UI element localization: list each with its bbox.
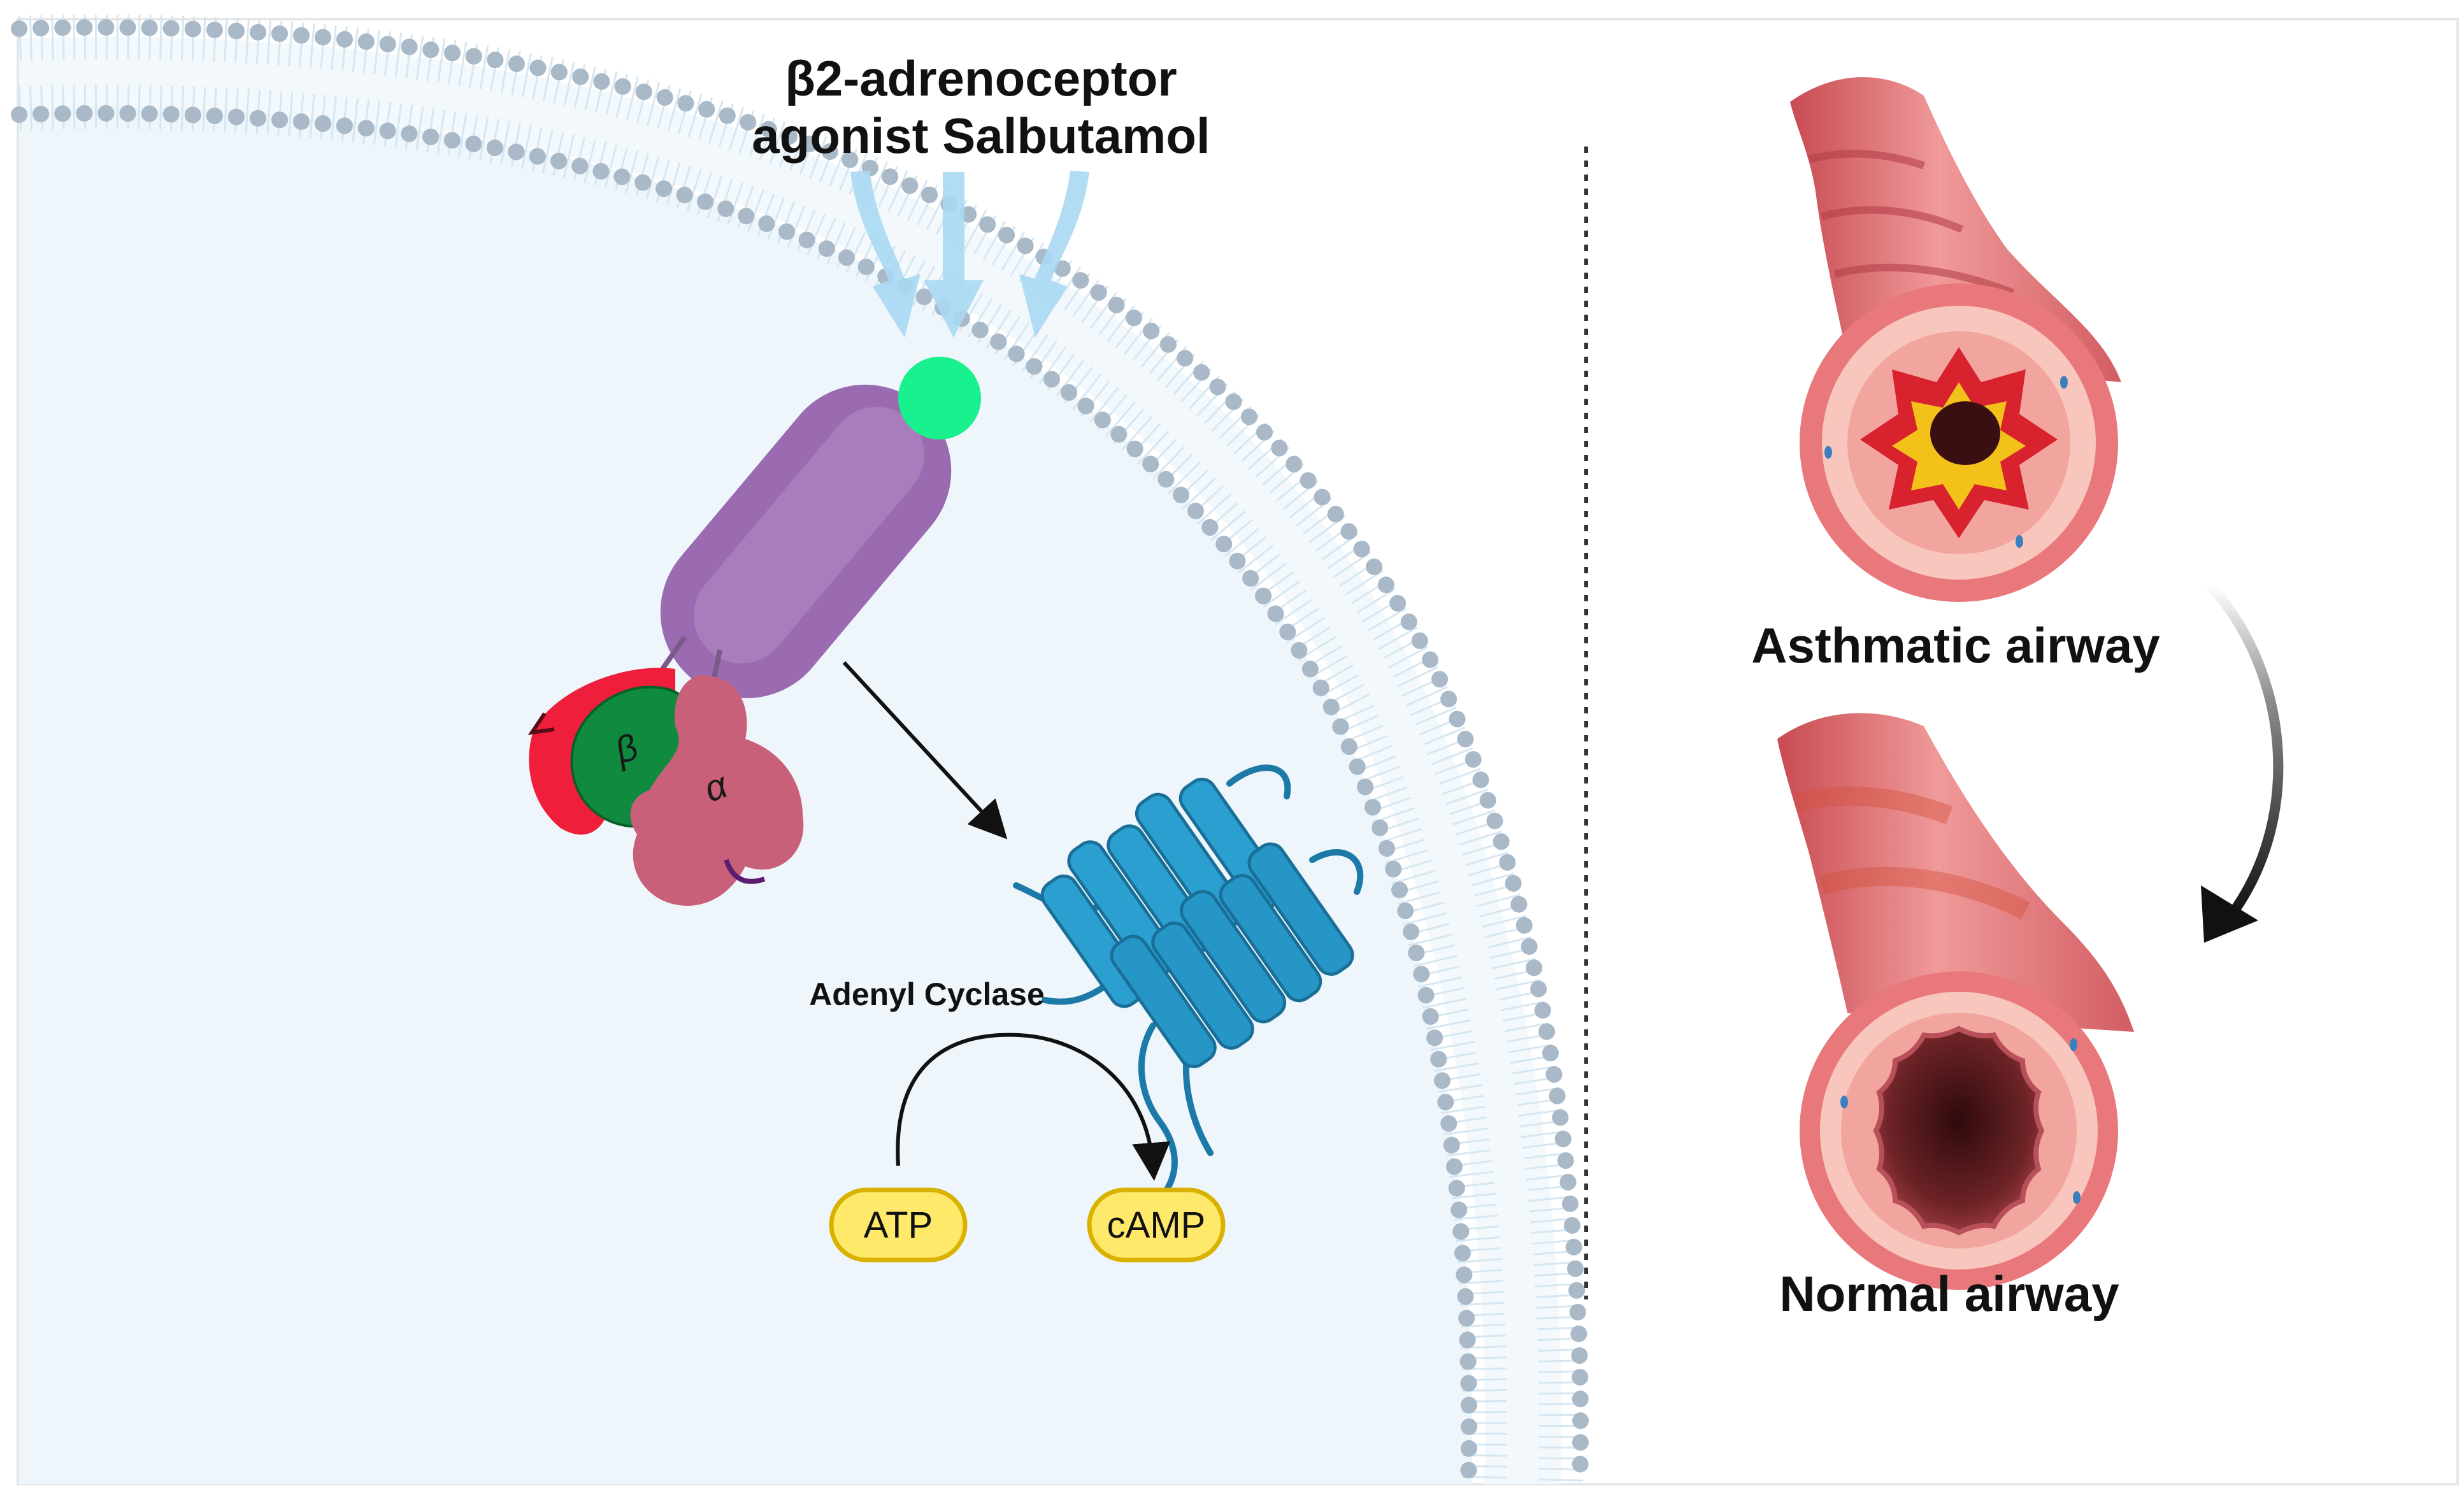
membrane-tails-inner	[18, 84, 1508, 1485]
membrane-band	[19, 36, 1562, 1485]
atp-pill	[829, 1187, 968, 1263]
agonist-arrow-right	[1019, 171, 1089, 338]
camp-molecule: cAMP	[1087, 1187, 1226, 1263]
asthmatic-ring	[1833, 264, 2015, 297]
cyclase-helix	[1179, 890, 1287, 1024]
conversion-arrow	[896, 1033, 1171, 1181]
g-protein: β α	[527, 635, 804, 906]
asthmatic-airway-label: Asthmatic airway	[1751, 617, 2160, 673]
membrane-inner-heads	[11, 104, 1478, 1492]
cyclase-helix	[1219, 874, 1322, 1003]
normal-vessel	[2073, 1191, 2081, 1204]
asthmatic-vessel	[1824, 446, 1832, 459]
cyclase-tail-c1	[1138, 1022, 1178, 1194]
cyclase-helix	[1151, 921, 1254, 1050]
improvement-arrow-head	[2201, 885, 2258, 943]
normal-ring	[1794, 786, 1953, 825]
adenylyl-cyclase-label: Adenyl Cyclase	[809, 976, 1045, 1012]
membrane-outer-heads	[11, 19, 1589, 1492]
g-protein-linker-2	[711, 649, 722, 682]
improvement-arrow	[2205, 581, 2284, 922]
agonist-label: β2-adrenoceptor agonist Salbutamol	[752, 50, 1210, 164]
normal-airway-label: Normal airway	[1779, 1266, 2119, 1322]
camp-pill	[1087, 1187, 1226, 1263]
cyclase-loop-top	[1226, 764, 1291, 799]
normal-airway-tube	[1777, 713, 2134, 1032]
asthmatic-ring	[1808, 150, 1925, 169]
receptor-highlight	[693, 406, 925, 664]
camp-label: cAMP	[1107, 1205, 1206, 1246]
asthmatic-vessel	[2060, 376, 2068, 389]
activation-arrow	[842, 661, 1008, 840]
beta2-receptor	[660, 357, 981, 699]
cyclase-helix	[1247, 842, 1354, 976]
normal-airway	[1777, 713, 2134, 1290]
normal-lumen	[1873, 1026, 2045, 1236]
cell	[11, 15, 1589, 1492]
agonist-arrow-left	[850, 171, 920, 338]
salbutamol-ligand	[898, 357, 981, 440]
atp-label: ATP	[864, 1205, 933, 1246]
normal-ring	[1819, 866, 2030, 920]
atp-molecule: ATP	[829, 1187, 968, 1263]
g-protein-linker	[660, 635, 687, 671]
asthmatic-vessel	[2016, 535, 2023, 548]
cyclase-helix	[1110, 934, 1217, 1068]
agonist-label-line1: β2-adrenoceptor	[785, 50, 1177, 106]
agonist-label-line2: agonist Salbutamol	[752, 108, 1210, 164]
cyclase-loop-right	[1309, 849, 1364, 895]
g-gamma-tip-icon	[527, 712, 555, 735]
asthmatic-airway	[1790, 77, 2121, 602]
normal-vessel	[2070, 1038, 2077, 1051]
g-alpha-subunit	[630, 675, 804, 906]
adenylyl-cyclase	[1013, 764, 1364, 1194]
asthmatic-lumen	[1930, 401, 2000, 465]
asthmatic-ring	[1821, 206, 1964, 233]
normal-vessel	[1840, 1096, 1848, 1108]
agonist-arrow-center	[924, 172, 984, 338]
g-alpha-linker	[724, 859, 766, 884]
agonist-arrows	[850, 171, 1089, 338]
